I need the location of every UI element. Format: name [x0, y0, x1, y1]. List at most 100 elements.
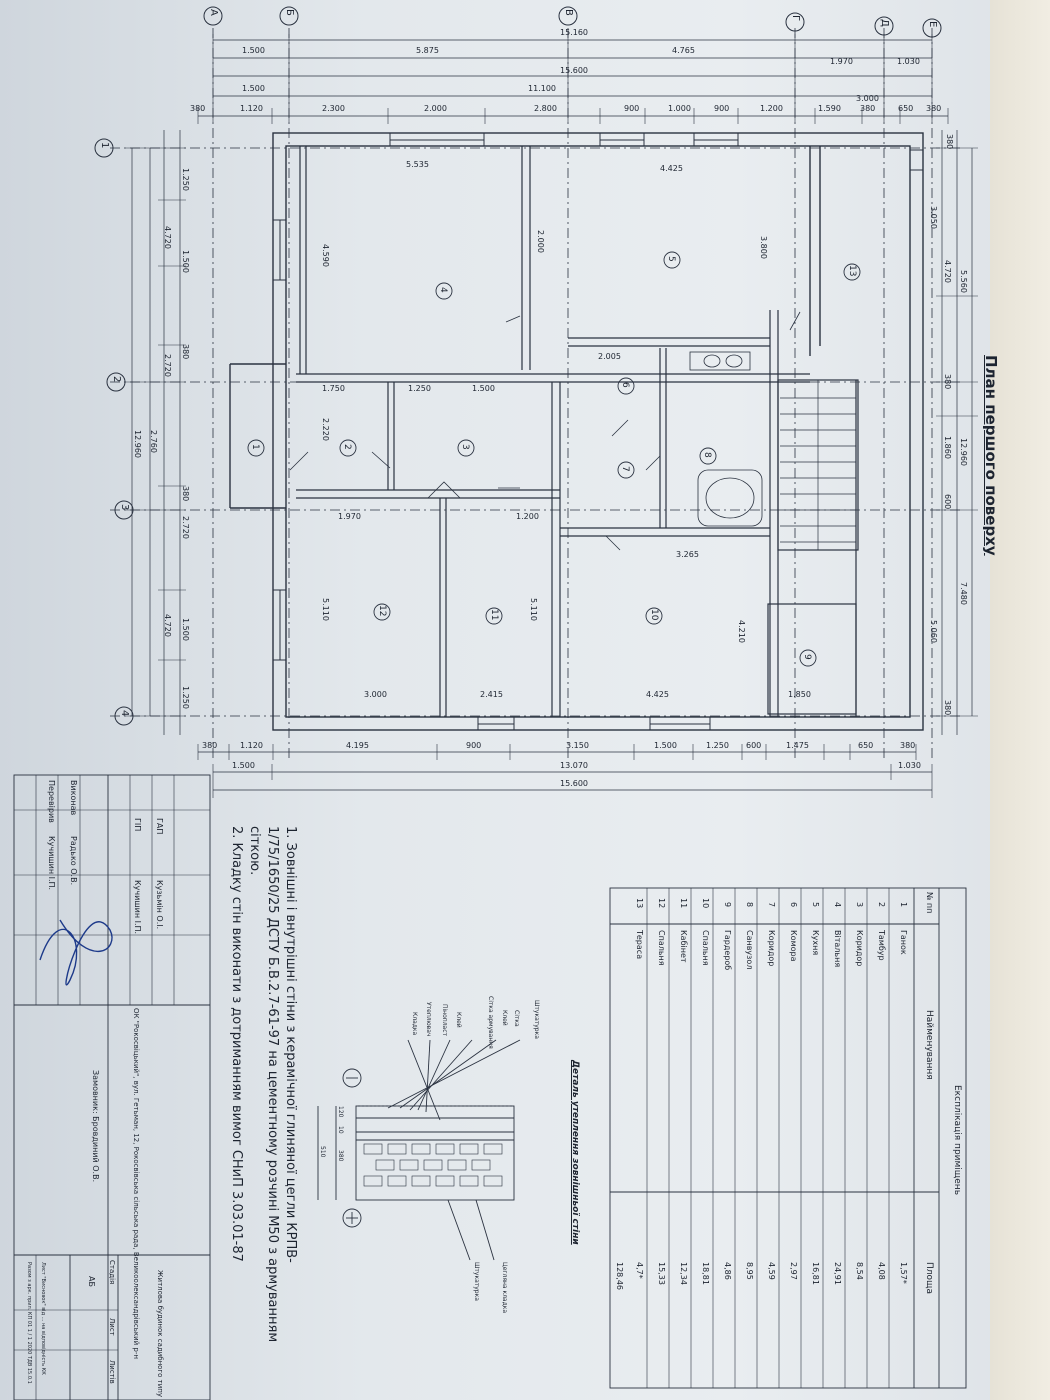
dim-top-r3-2: 11.100 — [528, 84, 556, 93]
wall-layer-6: Пінопласт — [441, 1004, 448, 1037]
dim-int-2: 4.425 — [660, 164, 683, 173]
dim-left-11: 4.720 — [163, 614, 172, 637]
dim-int-3: 4.590 — [321, 244, 330, 267]
room-number-10: 10 — [649, 609, 659, 621]
interior-walls — [296, 146, 859, 717]
wall-dim-3: 380 — [337, 1150, 344, 1162]
dim-top-3: 4.765 — [672, 46, 695, 55]
note-line-1: 1. Зовнішні і внутрішні стіни з керамічн… — [283, 826, 298, 1263]
wall-dim-2: 10 — [337, 1126, 344, 1134]
tb-stage-header-3: Листів — [108, 1360, 116, 1384]
explication-header-area: Площа — [924, 1262, 934, 1295]
dim-top-r4-1: 380 — [190, 104, 206, 113]
dim-int-1: 5.535 — [406, 160, 429, 169]
explication-header-no: № пп — [925, 892, 934, 914]
dim-left-12: 1.250 — [181, 686, 190, 709]
dim-left-1: 1.250 — [181, 168, 190, 191]
dim-int-20: 4.210 — [737, 620, 746, 643]
explication-header-name: Найменування — [924, 1010, 934, 1080]
wall-right-label-2: Штукатурка — [473, 1262, 480, 1301]
wall-right-label-1: Цегляна кладка — [501, 1262, 508, 1314]
dim-top-r4-8: 900 — [714, 104, 730, 113]
tb-name-1: Кузьмін О.І. — [155, 880, 164, 930]
tb-name-4: Кучишин І.П. — [47, 836, 56, 891]
grid-axis-lines — [110, 28, 960, 760]
dim-bot-r2-2: 13.070 — [560, 761, 588, 770]
dim-int-13: 1.200 — [516, 512, 539, 521]
dim-right-1: 380 — [945, 134, 954, 150]
dim-top-r4-5: 2.800 — [534, 104, 557, 113]
dim-top-5: 1.030 — [897, 57, 920, 66]
axis-label-b: Б — [284, 9, 295, 16]
dim-right-10: 5.060 — [929, 620, 938, 643]
wall-layer-4: Сітка армування — [487, 996, 494, 1049]
dim-right-4: 5.560 — [959, 270, 968, 293]
dim-right-5: 380 — [943, 374, 952, 390]
wall-layer-7: Утеплювач — [425, 1002, 432, 1037]
dim-left-8: 380 — [181, 486, 190, 502]
dim-top-r4-2: 1.120 — [240, 104, 263, 113]
axis-label-a: А — [208, 9, 219, 16]
dim-right-2: 3.050 — [929, 206, 938, 229]
dim-int-6: 2.005 — [598, 352, 621, 361]
dim-left-4: 380 — [181, 344, 190, 360]
tb-footnote-2: Разом з арк. прил. КП 01 1 / 1 2020 ТДВ … — [26, 1262, 32, 1384]
dim-bot-7: 1.250 — [706, 741, 729, 750]
dim-left-7: 12.960 — [133, 430, 142, 458]
dim-bot-r2-1: 1.500 — [232, 761, 255, 770]
dim-bot-3: 4.195 — [346, 741, 369, 750]
dim-top-r4-7: 1.000 — [668, 104, 691, 113]
dim-left-6: 2.760 — [149, 430, 158, 453]
wall-layer-8: Кладка — [411, 1012, 418, 1036]
dim-int-8: 1.250 — [408, 384, 431, 393]
dim-int-19: 5.110 — [529, 598, 538, 621]
axis-label-g: Г — [790, 15, 801, 22]
note-line-4: 2. Кладку стін виконати з дотриманням ви… — [229, 826, 244, 1262]
dim-bot-11: 380 — [900, 741, 916, 750]
bathtub-symbol — [689, 351, 763, 527]
dim-top-r3-3: 3.000 — [856, 94, 879, 103]
wall-dim-1: 120 — [337, 1106, 344, 1118]
explication-total: 128,46 — [615, 1262, 624, 1290]
dim-left-5: 2.720 — [163, 354, 172, 377]
room-number-12: 12 — [377, 605, 387, 617]
room-number-13: 13 — [847, 265, 857, 277]
wall-detail-drawing — [317, 1039, 521, 1261]
wall-layer-1: Штукатурка — [533, 1000, 540, 1039]
dim-bot-10: 650 — [858, 741, 874, 750]
room-number-2: 2 — [342, 444, 352, 450]
tb-name-3: Радько О.В. — [69, 836, 78, 886]
axis-label-e: Е — [927, 21, 938, 28]
dim-top-r4-11: 380 — [860, 104, 876, 113]
tb-stage-header-2: Лист — [108, 1318, 116, 1336]
paper-edge — [990, 0, 1050, 1400]
tb-customer: Замовник: Бровдиний О.В. — [91, 1070, 100, 1183]
axis-label-4: 4 — [119, 710, 130, 717]
stair-treads — [780, 380, 856, 550]
dim-top-2: 5.875 — [416, 46, 439, 55]
dim-bot-9: 1.475 — [786, 741, 809, 750]
title-block-lines — [13, 774, 211, 1400]
tb-role-2: ГІП — [133, 818, 142, 832]
bottom-dimension-lines — [197, 744, 933, 798]
room-number-9: 9 — [802, 654, 812, 660]
dim-int-7: 1.750 — [322, 384, 345, 393]
dim-top-r4-3: 2.300 — [322, 104, 345, 113]
axis-label-3: 3 — [119, 504, 130, 511]
room-number-1: 1 — [250, 444, 260, 450]
tb-stage: АБ — [87, 1276, 96, 1287]
dim-top-4: 1.970 — [830, 57, 853, 66]
room-number-4: 4 — [438, 287, 448, 293]
tb-role-3: Виконав — [69, 780, 78, 816]
dim-int-11: 3.265 — [676, 550, 699, 559]
dim-int-5: 3.800 — [759, 236, 768, 259]
wall-layer-3: Клей — [501, 1010, 508, 1026]
dim-bot-6: 1.500 — [654, 741, 677, 750]
dim-bot-1: 380 — [202, 741, 218, 750]
dim-top-r4-10: 1.590 — [818, 104, 841, 113]
tb-footnote-1: Лист "Висновок" від ... на відповідність… — [40, 1262, 46, 1375]
dim-int-16: 4.425 — [646, 690, 669, 699]
room-number-7: 7 — [620, 466, 630, 472]
